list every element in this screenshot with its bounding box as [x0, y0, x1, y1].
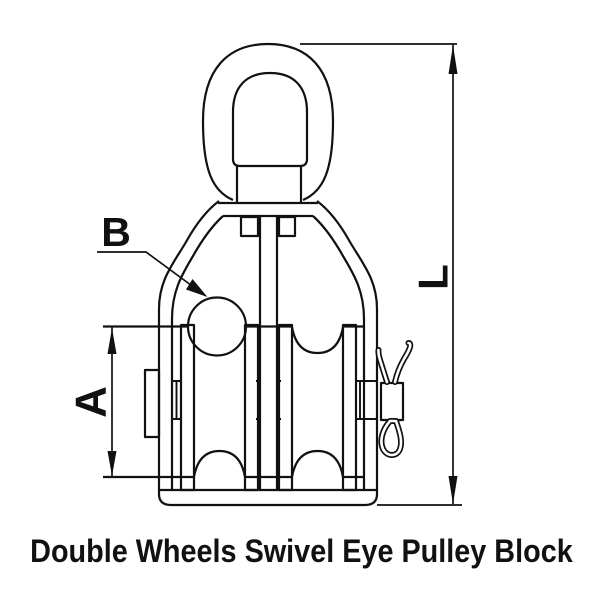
dim-a-label: A: [67, 386, 116, 418]
dimension-arrowheads: [107, 45, 458, 504]
divider-head-block-right: [277, 215, 297, 238]
body-inner-left: [170, 215, 224, 490]
dim-a-arrow-down: [107, 451, 117, 476]
sheave-groove-bottom-right: [290, 449, 345, 478]
sheave-plate: [341, 323, 358, 492]
cotter-pin-wire: [375, 340, 414, 458]
body-outer-right: [316, 200, 379, 490]
dim-b-label: B: [101, 209, 131, 255]
swivel-eye-outline: [201, 42, 335, 202]
body-outer-left: [157, 200, 220, 490]
axle-end-tab: [143, 368, 161, 439]
figure-caption-text: Double Wheels Swivel Eye Pulley Block: [30, 533, 573, 569]
sheave-groove-top-right: [290, 326, 345, 355]
cotter-pin-body: [379, 381, 405, 422]
dim-l-arrow-down: [448, 476, 458, 504]
rope-hole-circle: [186, 296, 248, 357]
base-plate: [157, 490, 379, 507]
sheave-plate: [179, 323, 196, 492]
figure-caption: Double Wheels Swivel Eye Pulley Block: [0, 531, 600, 571]
dim-l-arrow-up: [448, 45, 458, 74]
sheave-plate: [277, 323, 294, 492]
dimension-labels: B A L: [67, 209, 457, 418]
eye-opening: [231, 71, 309, 168]
axle-hub-ticks: [172, 380, 377, 420]
dim-b-arrowhead: [186, 279, 208, 297]
sheave-groove-bottom-left: [192, 449, 247, 478]
dim-a-arrow-up: [107, 328, 117, 354]
dim-b-leader-line: [97, 251, 202, 294]
divider-head-block-left: [239, 215, 260, 238]
dim-l-label: L: [410, 264, 457, 290]
sheave-plate: [243, 323, 260, 492]
pulley-drawing: [103, 42, 405, 507]
body-inner-right: [312, 215, 366, 490]
pulley-drawing-canvas: B A L: [67, 42, 462, 507]
